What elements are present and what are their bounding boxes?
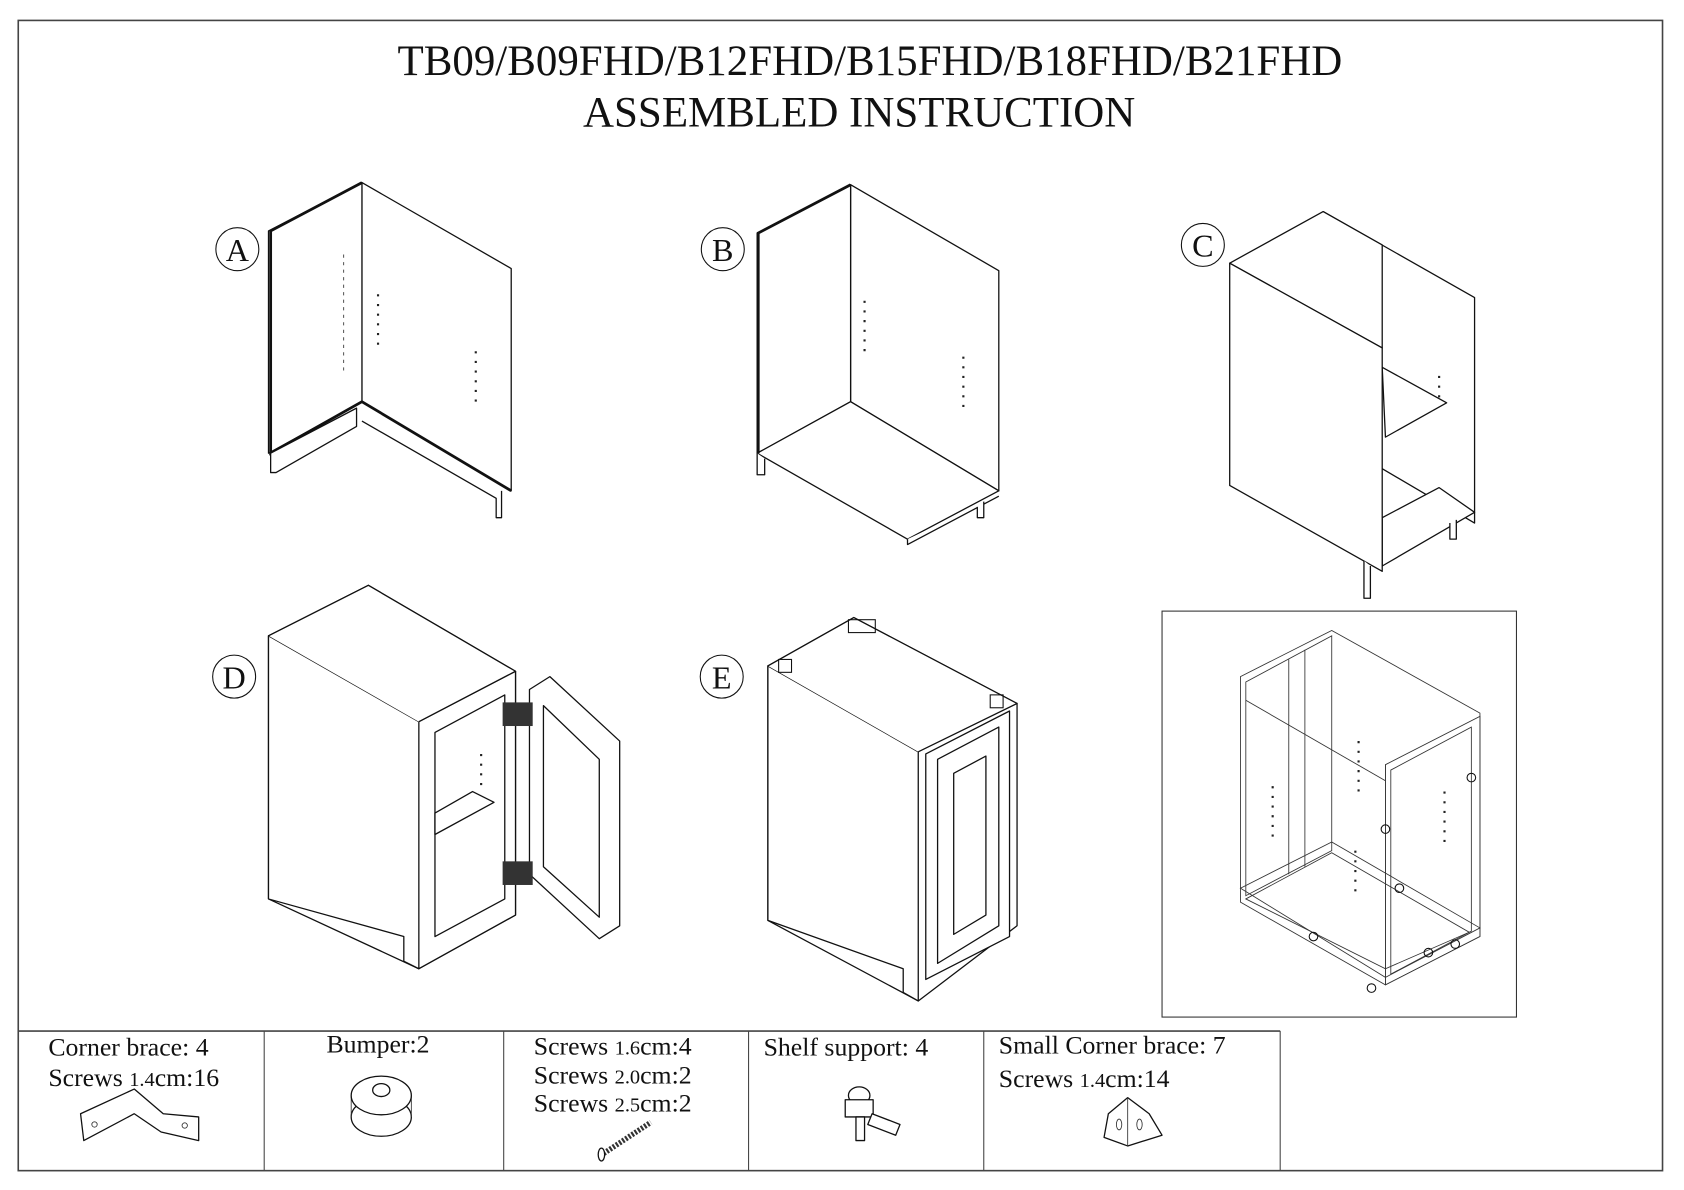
corner-brace-icon	[79, 1088, 200, 1142]
step-e-label: E	[712, 659, 732, 695]
step-d-badge	[212, 654, 257, 699]
part-corner-brace: Corner brace: 4 Screws 1.4cm:16	[48, 1033, 219, 1142]
step-c-drawing: C	[1180, 210, 1476, 599]
part-label: Shelf support: 4	[764, 1033, 929, 1062]
part-screws: Screws 1.4cm:14	[999, 1064, 1170, 1093]
step-d-drawing: D	[212, 584, 621, 970]
step-e-drawing: E	[699, 616, 1018, 1002]
part-label: Bumper:2	[326, 1030, 429, 1059]
title-models: TB09/B09FHD/B12FHD/B15FHD/B18FHD/B21FHD	[398, 38, 1343, 85]
step-b-drawing: B	[700, 183, 1000, 546]
step-a-drawing: A	[215, 181, 512, 519]
step-c-badge	[1180, 222, 1225, 267]
screw-icon	[597, 1120, 653, 1162]
step-b-label: B	[712, 232, 733, 268]
step-a-label: A	[226, 232, 250, 268]
step-b-badge	[700, 227, 745, 272]
part-label: Small Corner brace: 7	[999, 1031, 1226, 1060]
title-instruction: ASSEMBLED INSTRUCTION	[583, 90, 1135, 137]
part-screws-3: Screws 2.5cm:2	[534, 1089, 692, 1118]
exploded-view-frame	[1161, 610, 1517, 1018]
part-screws-2: Screws 2.0cm:2	[534, 1061, 692, 1090]
parts-table: Corner brace: 4 Screws 1.4cm:16 Bumper:2…	[18, 1030, 1281, 1171]
part-screws: Screws 1.4cm:16	[48, 1063, 219, 1092]
part-bumper: Bumper:2	[326, 1030, 430, 1137]
small-corner-brace-icon	[1103, 1096, 1163, 1147]
shelf-support-icon	[844, 1086, 901, 1142]
exploded-view	[1161, 610, 1517, 1018]
step-c-label: C	[1192, 228, 1213, 264]
page-frame	[17, 19, 1664, 1172]
part-shelf-support: Shelf support: 4	[764, 1033, 929, 1142]
part-screws: Screws 1.6cm:4 Screws 2.0cm:2 Screws 2.5…	[534, 1032, 692, 1162]
part-label: Corner brace: 4	[48, 1033, 208, 1062]
step-d-label: D	[222, 659, 245, 695]
part-small-corner-brace: Small Corner brace: 7 Screws 1.4cm:14	[999, 1031, 1226, 1147]
bumper-icon	[350, 1075, 412, 1137]
step-a-badge	[215, 227, 260, 272]
part-screws-1: Screws 1.6cm:4	[534, 1032, 692, 1061]
step-e-badge	[699, 654, 744, 699]
